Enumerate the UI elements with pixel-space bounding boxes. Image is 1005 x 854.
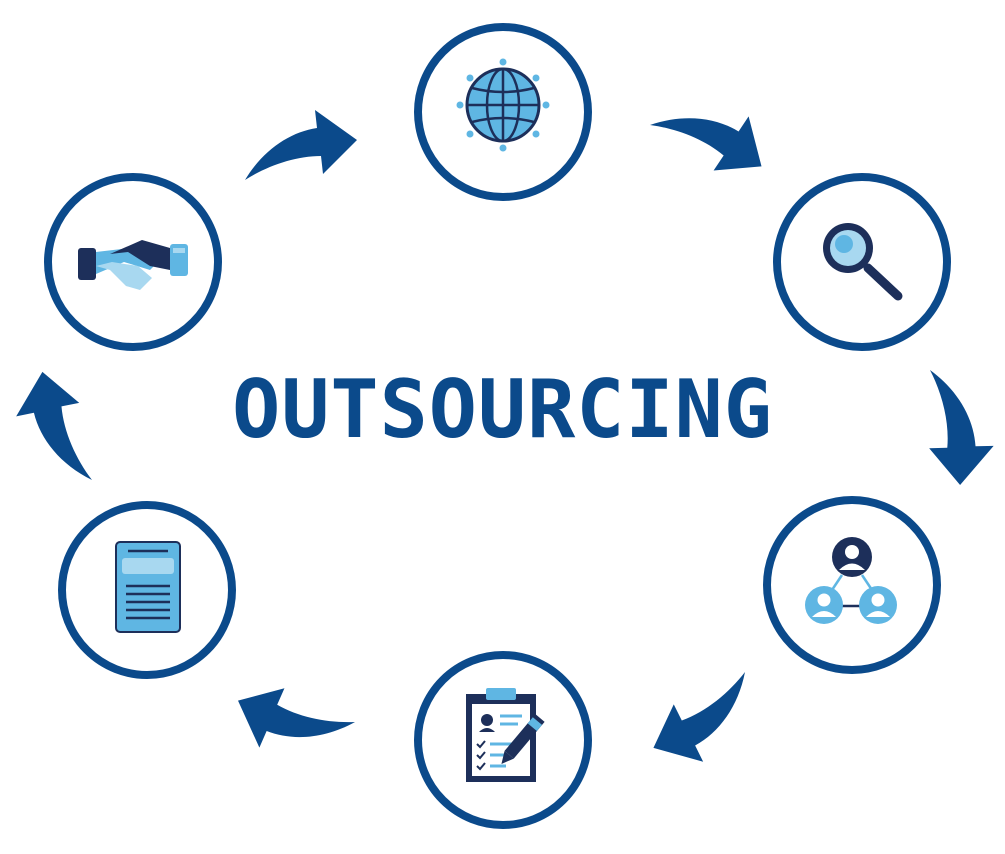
clipboard-checklist-icon xyxy=(466,688,545,782)
magnifier-icon xyxy=(823,223,903,301)
globe-icon xyxy=(456,58,550,152)
diagram-title: OUTSOURCING xyxy=(232,363,773,456)
arrow-handshake-to-globe xyxy=(245,110,357,180)
arrow-checklist-to-document xyxy=(223,666,355,783)
node-network xyxy=(763,496,941,674)
document-icon xyxy=(115,541,181,633)
arrow-network-to-checklist xyxy=(639,672,769,777)
handshake-icon xyxy=(78,240,188,290)
people-network-icon xyxy=(805,537,897,624)
arrow-globe-to-search xyxy=(650,71,781,197)
